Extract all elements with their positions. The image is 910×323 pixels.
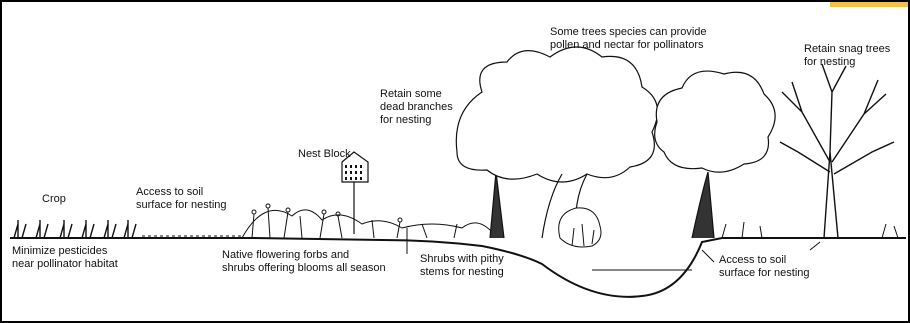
label-access-soil-right: Access to soil surface for nesting (719, 254, 810, 280)
label-minimize-pesticides: Minimize pesticides near pollinator habi… (12, 245, 118, 271)
label-trees-pollen: Some trees species can provide pollen an… (550, 26, 707, 52)
crop-plant-icon (14, 220, 136, 238)
label-crop: Crop (42, 193, 66, 206)
label-nest-block: Nest Block (298, 148, 351, 161)
snag-tree-icon (780, 64, 894, 238)
label-access-soil-left: Access to soil surface for nesting (136, 186, 227, 212)
label-shrubs-pithy: Shrubs with pithy stems for nesting (420, 253, 504, 279)
ground-grass (722, 222, 898, 238)
label-native-forbs: Native flowering forbs and shrubs offeri… (222, 249, 386, 275)
shrub-icon (559, 208, 601, 247)
label-dead-branches: Retain some dead branches for nesting (380, 88, 453, 127)
label-snag-trees: Retain snag trees for nesting (804, 43, 890, 69)
tree-icon (456, 47, 775, 238)
nest-block-icon (342, 152, 368, 234)
flowering-forbs (242, 204, 492, 238)
